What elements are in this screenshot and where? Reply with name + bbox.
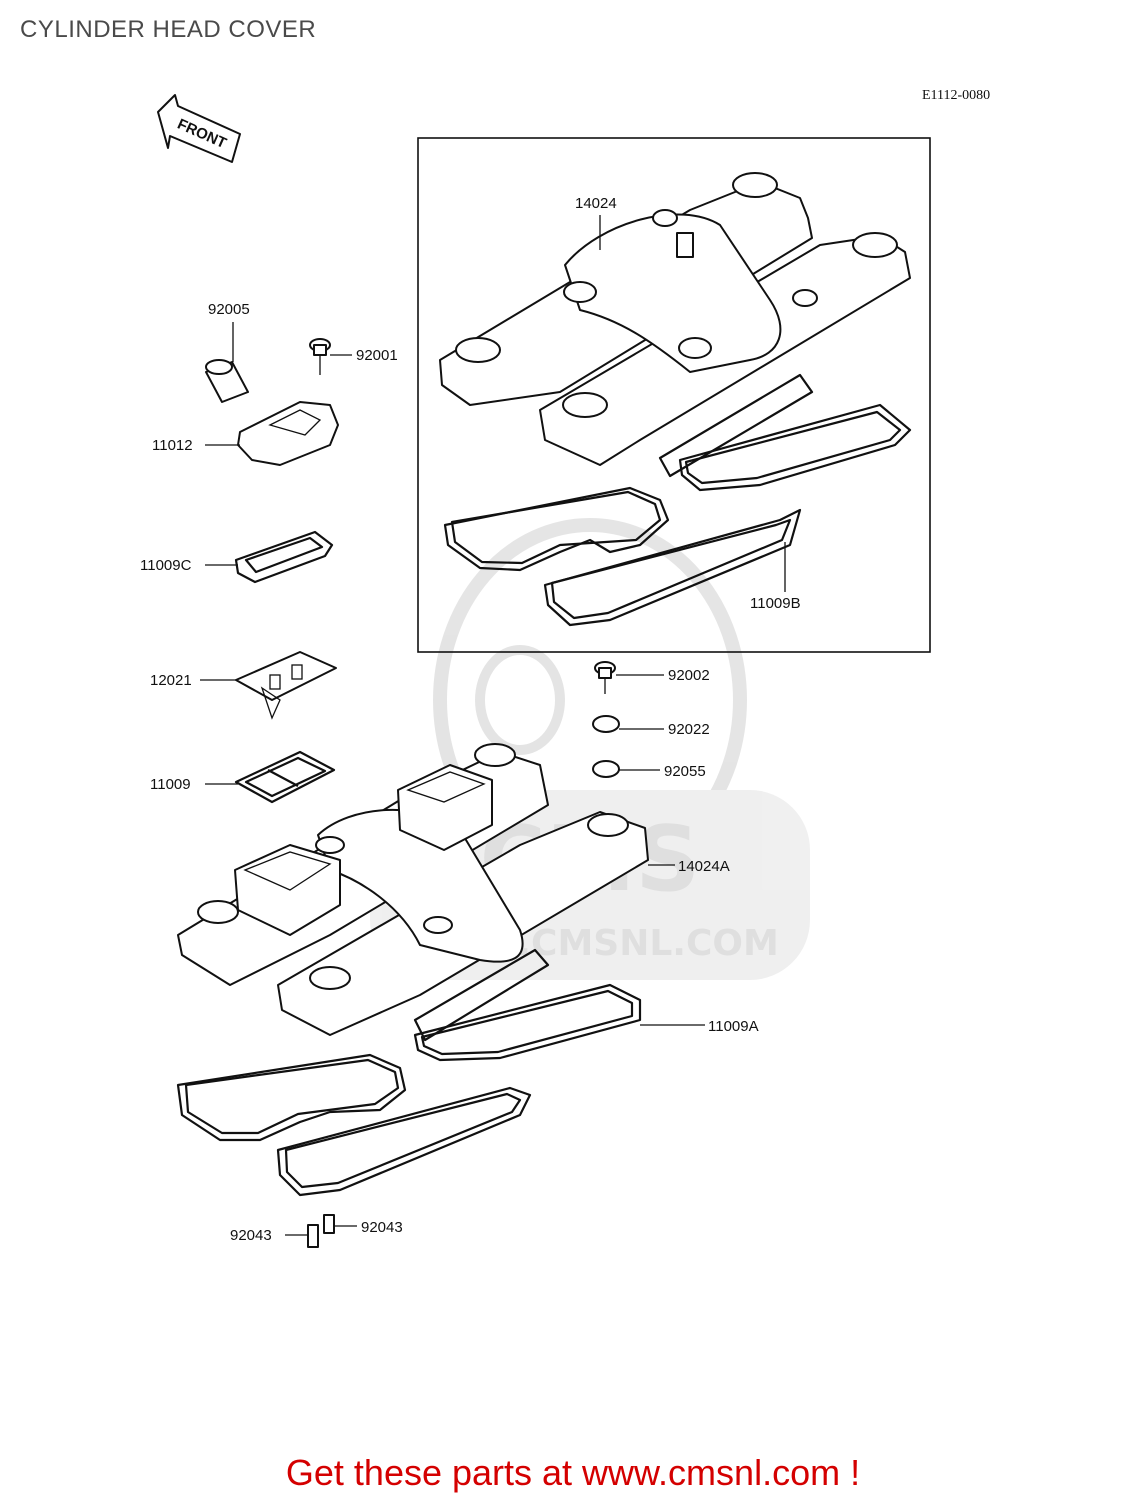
upper-assembly-box (417, 137, 931, 653)
front-arrow: FRONT (157, 94, 241, 163)
bolt-92002 (594, 661, 616, 694)
bolt-92001 (309, 338, 331, 375)
lower-head-cover (177, 743, 649, 1036)
part-label-14024: 14024 (575, 195, 617, 212)
diagram-code: E1112-0080 (922, 88, 991, 103)
part-labels: 14024 92005 92001 11012 11009C 11009B 12… (140, 195, 801, 1244)
part-label-11009A: 11009A (708, 1018, 759, 1035)
breather-hose-92005 (205, 359, 249, 403)
part-label-11009C: 11009C (140, 557, 192, 574)
part-label-92055: 92055 (664, 763, 706, 780)
part-label-11012: 11012 (152, 437, 193, 454)
part-label-92005: 92005 (208, 301, 250, 318)
washer-92022 (592, 715, 620, 733)
upper-head-cover (439, 172, 911, 466)
page-title: CYLINDER HEAD COVER (20, 16, 317, 43)
exploded-view-diagram: CMS WWW.CMSNL.COM FRONT (140, 94, 931, 1248)
grommet-92055 (592, 760, 620, 778)
gasket-11009 (234, 750, 336, 804)
lower-gaskets (176, 948, 642, 1197)
leader-lines (200, 215, 786, 1236)
plate-12021 (235, 651, 337, 720)
part-label-11009: 11009 (150, 776, 191, 793)
part-label-92001: 92001 (356, 347, 398, 364)
part-label-92022: 92022 (668, 721, 710, 738)
gasket-11009C (234, 530, 334, 584)
part-label-92043-right: 92043 (361, 1219, 403, 1236)
upper-gaskets (443, 373, 912, 627)
part-label-12021: 12021 (150, 672, 192, 689)
part-label-11009B: 11009B (750, 595, 801, 612)
dowel-pins (307, 1214, 335, 1248)
part-label-92043-left: 92043 (230, 1227, 272, 1244)
part-label-92002: 92002 (668, 667, 710, 684)
breather-cover-11012 (237, 401, 339, 466)
footer-link[interactable]: Get these parts at www.cmsnl.com ! (285, 1452, 861, 1493)
part-label-14024A: 14024A (678, 858, 730, 875)
